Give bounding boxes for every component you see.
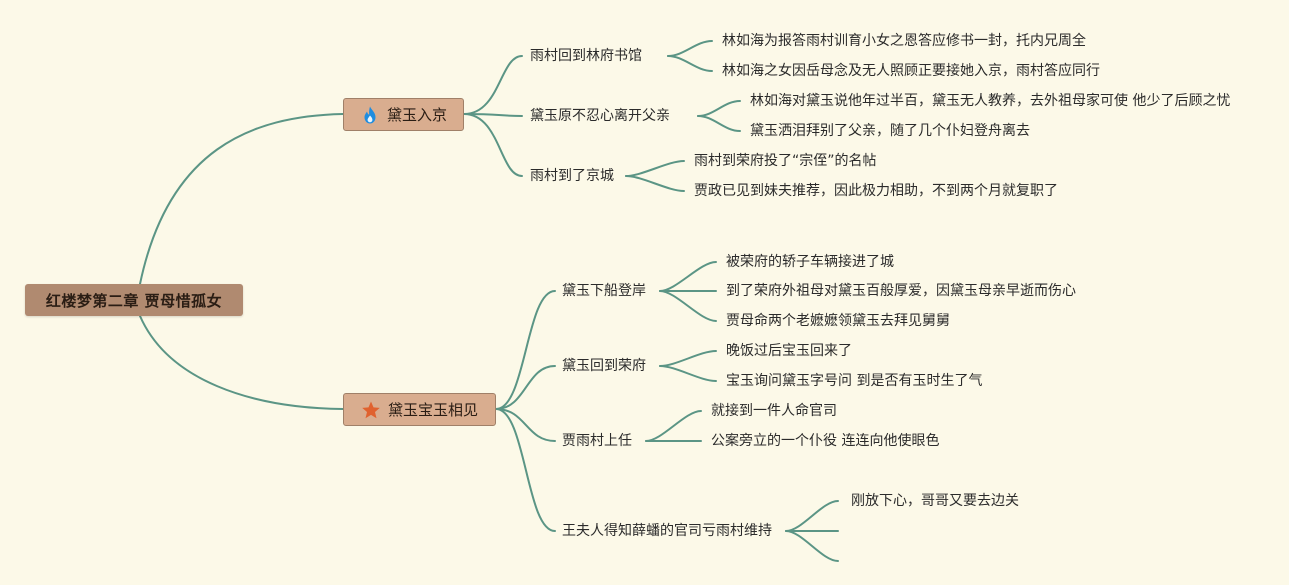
leaf-topic[interactable]: 刚放下心，哥哥又要去边关 bbox=[851, 493, 1019, 509]
leaf-topic[interactable]: 贾政已见到妹夫推荐，因此极力相助，不到两个月就复职了 bbox=[694, 183, 1058, 199]
sub-topic[interactable]: 黛玉下船登岸 bbox=[562, 283, 646, 299]
fire-icon bbox=[360, 105, 380, 125]
leaf-topic[interactable]: 被荣府的轿子车辆接进了城 bbox=[726, 254, 894, 270]
leaf-topic[interactable]: 贾母命两个老嬷嬷领黛玉去拜见舅舅 bbox=[726, 313, 950, 329]
branch-label: 黛玉宝玉相见 bbox=[387, 401, 478, 419]
leaf-topic[interactable]: 到了荣府外祖母对黛玉百般厚爱，因黛玉母亲早逝而伤心 bbox=[726, 283, 1076, 299]
star-icon bbox=[361, 400, 381, 420]
leaf-topic[interactable]: 晚饭过后宝玉回来了 bbox=[726, 343, 852, 359]
sub-topic[interactable]: 贾雨村上任 bbox=[562, 433, 632, 449]
root-topic[interactable]: 红楼梦第二章 贾母惜孤女 bbox=[25, 284, 243, 316]
sub-topic[interactable]: 王夫人得知薛蟠的官司亏雨村维持 bbox=[562, 523, 772, 539]
leaf-topic[interactable]: 宝玉询问黛玉字号问 到是否有玉时生了气 bbox=[726, 373, 983, 389]
sub-topic[interactable]: 黛玉原不忍心离开父亲 bbox=[530, 108, 670, 124]
leaf-topic[interactable]: 林如海之女因岳母念及无人照顾正要接她入京，雨村答应同行 bbox=[722, 63, 1100, 79]
branch-daiyu-meets-baoyu[interactable]: 黛玉宝玉相见 bbox=[343, 393, 496, 426]
root-topic-label: 红楼梦第二章 贾母惜孤女 bbox=[45, 291, 223, 310]
leaf-topic[interactable]: 林如海为报答雨村训育小女之恩答应修书一封，托内兄周全 bbox=[722, 33, 1086, 49]
sub-topic[interactable]: 雨村回到林府书馆 bbox=[530, 48, 642, 64]
branch-label: 黛玉入京 bbox=[386, 106, 447, 124]
leaf-topic[interactable]: 黛玉洒泪拜别了父亲，随了几个仆妇登舟离去 bbox=[750, 123, 1030, 139]
sub-topic[interactable]: 雨村到了京城 bbox=[530, 168, 614, 184]
sub-topic[interactable]: 黛玉回到荣府 bbox=[562, 358, 646, 374]
branch-daiyu-enters-capital[interactable]: 黛玉入京 bbox=[343, 98, 464, 131]
leaf-topic[interactable]: 公案旁立的一个仆役 连连向他使眼色 bbox=[711, 433, 940, 449]
leaf-topic[interactable]: 雨村到荣府投了“宗侄”的名帖 bbox=[694, 153, 877, 169]
leaf-topic[interactable]: 林如海对黛玉说他年过半百，黛玉无人教养，去外祖母家可使 他少了后顾之忧 bbox=[750, 93, 1231, 109]
leaf-topic[interactable]: 就接到一件人命官司 bbox=[711, 403, 837, 419]
